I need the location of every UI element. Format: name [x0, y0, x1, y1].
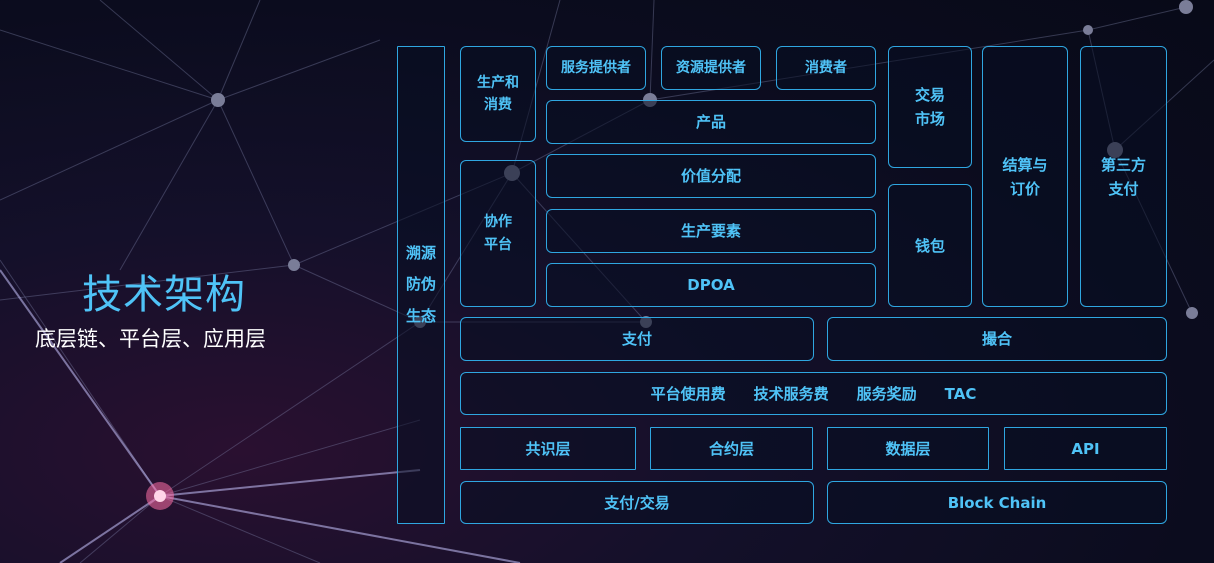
- third-party-payment-box: 第三方 支付: [1080, 46, 1167, 307]
- tech-service-fee: 技术服务费: [753, 384, 829, 403]
- production-consumption-line1: 生产和: [477, 74, 519, 91]
- consensus-layer-box: 共识层: [460, 427, 636, 470]
- platform-usage-fee: 平台使用费: [650, 384, 726, 403]
- product-box: 产品: [546, 100, 876, 144]
- collaboration-platform-line2: 平台: [484, 236, 512, 253]
- consumer-box: 消费者: [776, 46, 876, 90]
- wallet-box: 钱包: [888, 184, 972, 307]
- payment-box: 支付: [460, 317, 814, 361]
- data-layer-box: 数据层: [827, 427, 989, 470]
- api-box: API: [1004, 427, 1167, 470]
- resource-provider-box: 资源提供者: [661, 46, 761, 90]
- collaboration-platform-line1: 协作: [484, 214, 512, 231]
- service-provider-box: 服务提供者: [546, 46, 646, 90]
- tac-label: TAC: [944, 384, 977, 403]
- fees-box: 平台使用费 技术服务费 服务奖励 TAC: [460, 372, 1167, 415]
- production-factors-box: 生产要素: [546, 209, 876, 253]
- settlement-pricing-line1: 结算与: [1002, 155, 1048, 174]
- ecosystem-label: 生态: [405, 306, 436, 325]
- page-subtitle: 底层链、平台层、应用层: [35, 327, 266, 351]
- service-reward: 服务奖励: [856, 384, 917, 403]
- payment-trade-box: 支付/交易: [460, 481, 814, 524]
- traceability-label: 溯源: [405, 243, 436, 262]
- third-party-payment-line2: 支付: [1108, 179, 1139, 198]
- anti-counterfeit-label: 防伪: [405, 275, 436, 294]
- third-party-payment-line1: 第三方: [1100, 155, 1146, 174]
- contract-layer-box: 合约层: [650, 427, 813, 470]
- exchange-market-line1: 交易: [914, 86, 945, 104]
- collaboration-platform-box: 协作 平台: [460, 160, 536, 307]
- traceability-column: 溯源 防伪 生态: [397, 46, 445, 524]
- blockchain-box: Block Chain: [827, 481, 1167, 524]
- settlement-pricing-box: 结算与 订价: [982, 46, 1068, 307]
- dpoa-box: DPOA: [546, 263, 876, 307]
- production-consumption-line2: 消费: [484, 97, 512, 113]
- exchange-market-box: 交易 市场: [888, 46, 972, 168]
- settlement-pricing-line2: 订价: [1009, 179, 1040, 198]
- production-consumption-box: 生产和 消费: [460, 46, 536, 142]
- exchange-market-line2: 市场: [914, 110, 945, 128]
- value-distribution-box: 价值分配: [546, 154, 876, 198]
- page-title: 技术架构: [82, 272, 246, 318]
- matching-box: 撮合: [827, 317, 1167, 361]
